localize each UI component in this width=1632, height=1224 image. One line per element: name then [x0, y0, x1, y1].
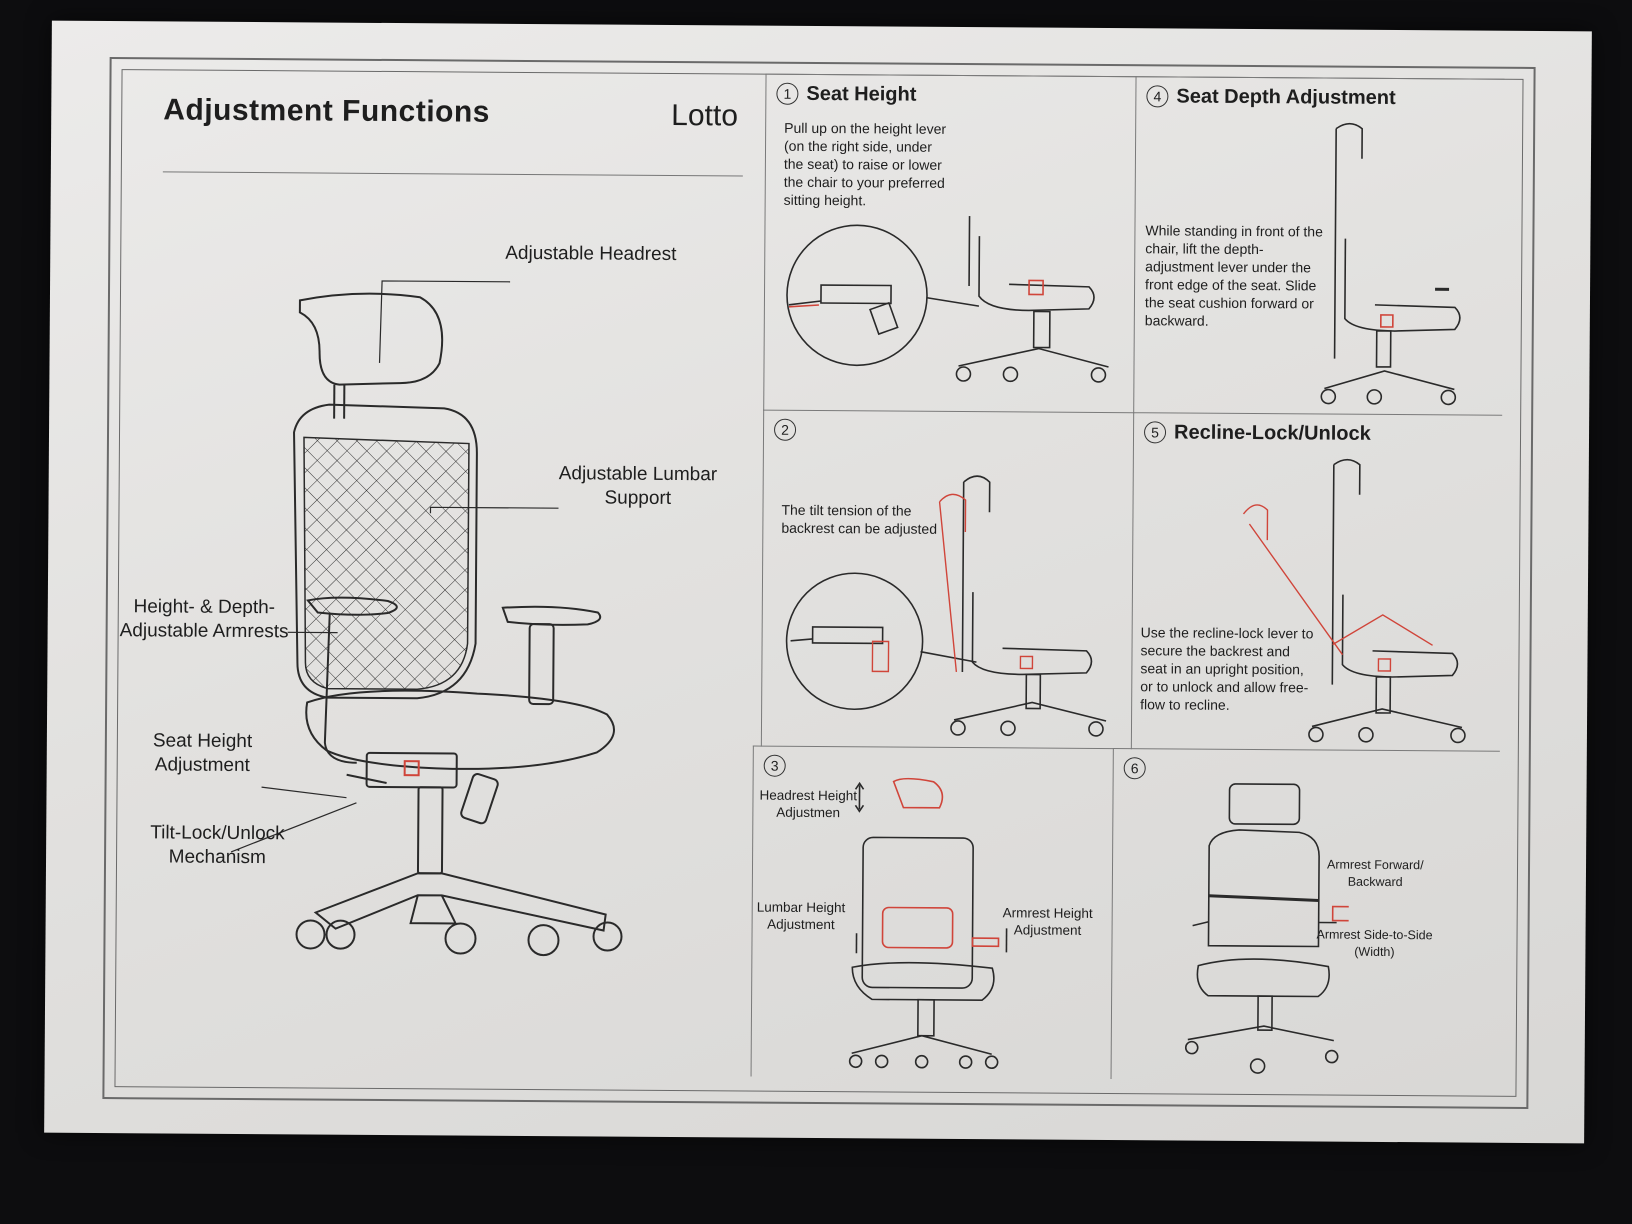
seat-depth-diagram — [1320, 122, 1461, 406]
height-adjustments-diagram — [848, 777, 1008, 1070]
panel-height-adjustments: 3 Headrest Height Adjustmen Lumbar Heigh… — [750, 745, 1114, 1080]
seat-height-label-line1: Seat Height — [152, 730, 253, 753]
panel-number: 3 — [763, 754, 786, 777]
recline-lock-diagram — [1242, 458, 1466, 744]
seat-height-diagram — [786, 214, 1109, 383]
armrests-label-line2: Adjustable Armrests — [119, 620, 289, 643]
lumbar-height-line2: Adjustment — [767, 916, 835, 933]
panel-seat-depth: 4 Seat Depth Adjustment While standing i… — [1133, 76, 1505, 416]
armrest-height-label: Armrest Height Adjustment — [1003, 904, 1093, 939]
lumbar-label-line1: Adjustable Lumbar — [558, 463, 718, 486]
armrest-height-line1: Armrest Height — [1002, 905, 1093, 921]
seat-height-label-line2: Adjustment — [154, 754, 250, 777]
model-name: Lotto — [671, 98, 739, 133]
instruction-sheet: Adjustment Functions Lotto — [44, 20, 1592, 1144]
armrests-label-line1: Height- & Depth- — [133, 596, 276, 619]
lumbar-height-label: Lumbar Height Adjustment — [757, 899, 846, 934]
panel-number: 2 — [773, 418, 797, 441]
tilt-label-line1: Tilt-Lock/Unlock — [150, 822, 285, 845]
panel-number: 6 — [1123, 757, 1146, 780]
seat-height-label: Seat Height Adjustment — [153, 729, 253, 778]
panel-number: 1 — [776, 82, 799, 105]
lumbar-label: Adjustable Lumbar Support — [558, 462, 718, 511]
panel-description: Pull up on the height lever (on the righ… — [783, 119, 947, 209]
office-chair-illustration — [230, 280, 623, 957]
armrests-label: Height- & Depth- Adjustable Armrests — [120, 595, 289, 644]
panel-description: While standing in front of the chair, li… — [1144, 222, 1323, 329]
armrest-position-diagram — [1184, 783, 1350, 1074]
tilt-mechanism-label: Tilt-Lock/Unlock Mechanism — [150, 821, 285, 870]
armrest-height-line2: Adjustment — [1013, 922, 1082, 938]
panel-title: Recline-Lock/Unlock — [1173, 421, 1371, 445]
tilt-label-line2: Mechanism — [168, 846, 266, 869]
page-title: Adjustment Functions — [163, 93, 491, 129]
lumbar-label-line2: Support — [604, 487, 672, 509]
panel-seat-height: 1 Seat Height Pull up on the height leve… — [763, 73, 1137, 414]
headrest-label: Adjustable Headrest — [505, 242, 677, 266]
lumbar-height-line1: Lumbar Height — [756, 899, 846, 916]
tilt-tension-diagram — [785, 475, 1107, 737]
panel-tilt-tension: 2 The tilt tension of the backrest can b… — [760, 409, 1135, 750]
panel-recline-lock: 5 Recline-Lock/Unlock Use the recline-lo… — [1130, 412, 1503, 752]
panel-title: Seat Depth Adjustment — [1176, 85, 1396, 110]
panel-number: 5 — [1143, 421, 1167, 444]
panel-title: Seat Height — [806, 82, 917, 106]
panel-armrest-position: 6 Armrest Forward/ Backward Armrest Side… — [1110, 748, 1500, 1082]
panel-number: 4 — [1146, 85, 1169, 108]
